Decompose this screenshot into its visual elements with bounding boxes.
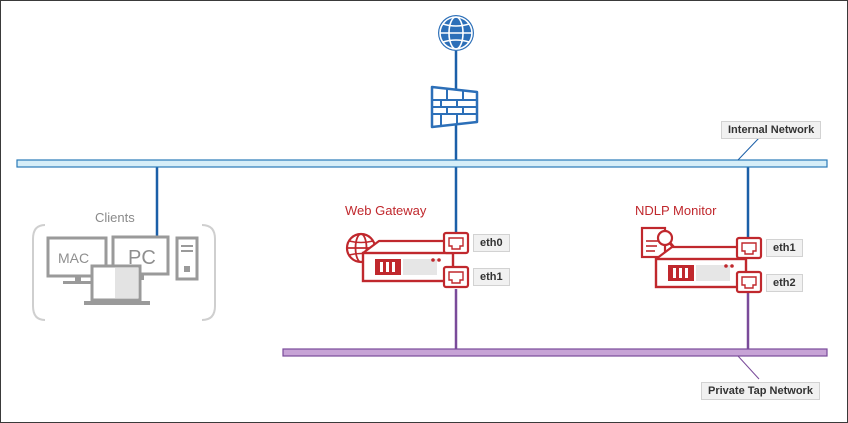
- internal-network-bar: [16, 159, 828, 168]
- clients-title: Clients: [95, 210, 135, 225]
- document-magnifier-icon: [640, 226, 678, 259]
- private-tap-network-bar: [282, 348, 828, 357]
- ndlp-eth1-port-icon: [735, 236, 763, 260]
- ndlp-eth2-port-icon: [735, 270, 763, 294]
- web-gateway-eth0-port-icon: [442, 231, 470, 255]
- ndlp-chassis-top: [655, 245, 748, 260]
- private-tap-network-label: Private Tap Network: [701, 382, 820, 400]
- internal-network-label: Internal Network: [721, 121, 822, 139]
- ndlp-monitor-appliance: [640, 226, 763, 294]
- web-gateway-eth0-label: eth0: [473, 234, 510, 252]
- web-gateway-title: Web Gateway: [345, 203, 427, 218]
- firewall-icon: [430, 85, 479, 129]
- ndlp-eth2-label: eth2: [766, 274, 803, 292]
- pc-tower-icon: [175, 236, 199, 281]
- mac-label: MAC: [58, 250, 89, 266]
- ndlp-monitor-title: NDLP Monitor: [635, 203, 717, 218]
- web-gateway-eth1-port-icon: [442, 265, 470, 289]
- private-tap-leader: [737, 355, 760, 380]
- laptop-icon: [84, 264, 150, 305]
- ndlp-eth1-label: eth1: [766, 239, 803, 257]
- internet-globe-icon: [438, 15, 474, 51]
- clients-group: MAC PC: [32, 224, 216, 321]
- web-gateway-eth1-label: eth1: [473, 268, 510, 286]
- internal-network-leader: [737, 137, 760, 161]
- web-gateway-appliance: [345, 231, 470, 289]
- pc-label: PC: [128, 247, 156, 269]
- web-gateway-chassis-top: [362, 239, 455, 254]
